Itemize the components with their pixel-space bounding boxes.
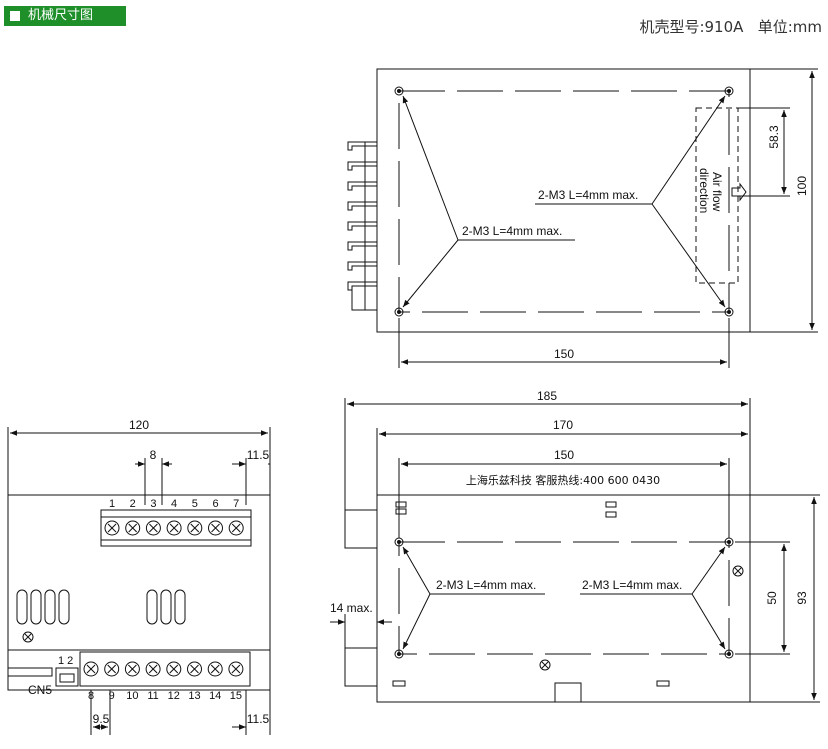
cn5-label: CN5 <box>28 683 52 697</box>
front-view-dim-edge-bottom: 11.5 <box>247 712 270 726</box>
top-terminal-number: 1 <box>109 498 115 510</box>
terminal-screw-icon <box>124 661 140 677</box>
bottom-view-mounting-outline <box>398 541 730 655</box>
front-view-dim-pitch: 8 <box>150 448 157 462</box>
bottom-view <box>330 398 820 703</box>
bottom-view-outline <box>376 494 751 703</box>
front-view-outline <box>7 494 271 691</box>
vent-slot <box>58 589 70 625</box>
top-view-outline <box>376 68 751 333</box>
bottom-view-dim-150: 150 <box>554 448 574 462</box>
model-unit-info: 机壳型号:910A 单位:mm <box>639 16 822 37</box>
screw-icon <box>539 659 551 671</box>
bottom-view-tab <box>344 509 378 549</box>
vent-slot <box>146 589 158 625</box>
front-view-dim-width: 120 <box>129 418 149 432</box>
terminal-screw-icon <box>228 661 244 677</box>
terminal-screw-icon <box>166 520 182 536</box>
bottom-view-notch <box>554 682 582 703</box>
vent-slot <box>44 589 56 625</box>
terminal-screw-icon <box>187 661 202 677</box>
front-view-dim-pitch-bottom: 9.5 <box>93 712 110 726</box>
terminal-screw-icon <box>145 661 161 677</box>
top-view-dim-58: 58.3 <box>767 125 781 149</box>
screw-icon <box>732 565 744 577</box>
bottom-terminal-number: 14 <box>209 690 221 702</box>
bottom-view-dim-14: 14 max. <box>330 601 373 615</box>
bottom-view-callout-left: 2-M3 L=4mm max. <box>436 578 536 592</box>
bottom-terminal-block <box>79 651 251 687</box>
model-label: 机壳型号:910A <box>639 18 744 36</box>
terminal-screw-icon <box>166 661 182 677</box>
bottom-view-dim-185: 185 <box>537 389 557 403</box>
vent-slot <box>160 589 172 625</box>
section-title-badge: 机械尺寸图 <box>4 6 126 26</box>
bottom-view-callout-right: 2-M3 L=4mm max. <box>582 578 682 592</box>
section-title: 机械尺寸图 <box>28 8 94 23</box>
terminal-screw-icon <box>125 520 141 536</box>
bottom-view-dim-50: 50 <box>765 591 779 605</box>
bottom-view-tab <box>344 647 378 687</box>
top-terminal-screws <box>104 520 244 536</box>
bottom-terminal-number: 9 <box>109 690 115 702</box>
front-view-dim-edge-top: 11.5 <box>247 448 270 462</box>
terminal-screw-icon <box>104 520 120 536</box>
bottom-view-dim-93: 93 <box>795 591 809 605</box>
top-view-mounting-outline <box>398 90 730 313</box>
top-view-dim-width: 150 <box>554 347 574 361</box>
screw-icon <box>22 631 34 643</box>
front-view <box>7 427 271 735</box>
top-terminal-numbers: 1 2 3 4 5 6 7 <box>109 498 239 510</box>
top-terminal-number: 2 <box>130 498 136 510</box>
top-terminal-block <box>100 509 252 547</box>
bottom-view-dim-170: 170 <box>553 418 573 432</box>
terminal-screw-icon <box>83 661 99 677</box>
bottom-terminal-number: 8 <box>88 690 94 702</box>
terminal-screw-icon <box>207 661 223 677</box>
airflow-label-line2: direction <box>697 168 711 213</box>
terminal-screw-icon <box>208 520 223 536</box>
top-view-mounting-holes <box>394 86 734 317</box>
top-view-callout-right: 2-M3 L=4mm max. <box>538 188 638 202</box>
airflow-arrow-icon <box>731 182 747 202</box>
unit-label: 单位:mm <box>757 18 822 36</box>
vent-slot <box>30 589 42 625</box>
bottom-terminal-numbers: 8 9 10 11 12 13 14 15 <box>88 690 242 702</box>
top-view-dim-100: 100 <box>795 176 809 196</box>
top-view <box>347 68 818 368</box>
vent-slot <box>174 589 186 625</box>
top-view-terminal-fins <box>347 141 377 311</box>
bottom-terminal-number: 11 <box>147 690 158 702</box>
terminal-screw-icon <box>228 520 244 536</box>
airflow-label-line1: Air flow <box>710 172 724 212</box>
bottom-terminal-number: 13 <box>188 690 200 702</box>
top-terminal-number: 4 <box>171 498 177 510</box>
bottom-terminal-number: 10 <box>126 690 138 702</box>
terminal-screw-icon <box>187 520 203 536</box>
top-terminal-number: 5 <box>192 498 198 510</box>
bottom-terminal-screws <box>83 661 244 677</box>
top-view-callout-left: 2-M3 L=4mm max. <box>462 224 562 238</box>
cn5-pin-labels: 1 2 <box>58 655 73 667</box>
terminal-screw-icon <box>104 661 120 677</box>
square-icon <box>10 11 20 21</box>
bottom-terminal-number: 15 <box>230 690 242 702</box>
bottom-terminal-number: 12 <box>168 690 180 702</box>
vent-slot <box>16 589 28 625</box>
cn5-connector <box>55 667 79 687</box>
top-terminal-number: 3 <box>150 498 156 510</box>
terminal-screw-icon <box>145 520 161 536</box>
top-terminal-number: 7 <box>233 498 239 510</box>
top-terminal-number: 6 <box>212 498 218 510</box>
company-hotline: 上海乐兹科技 客服热线:400 600 0430 <box>466 473 660 487</box>
